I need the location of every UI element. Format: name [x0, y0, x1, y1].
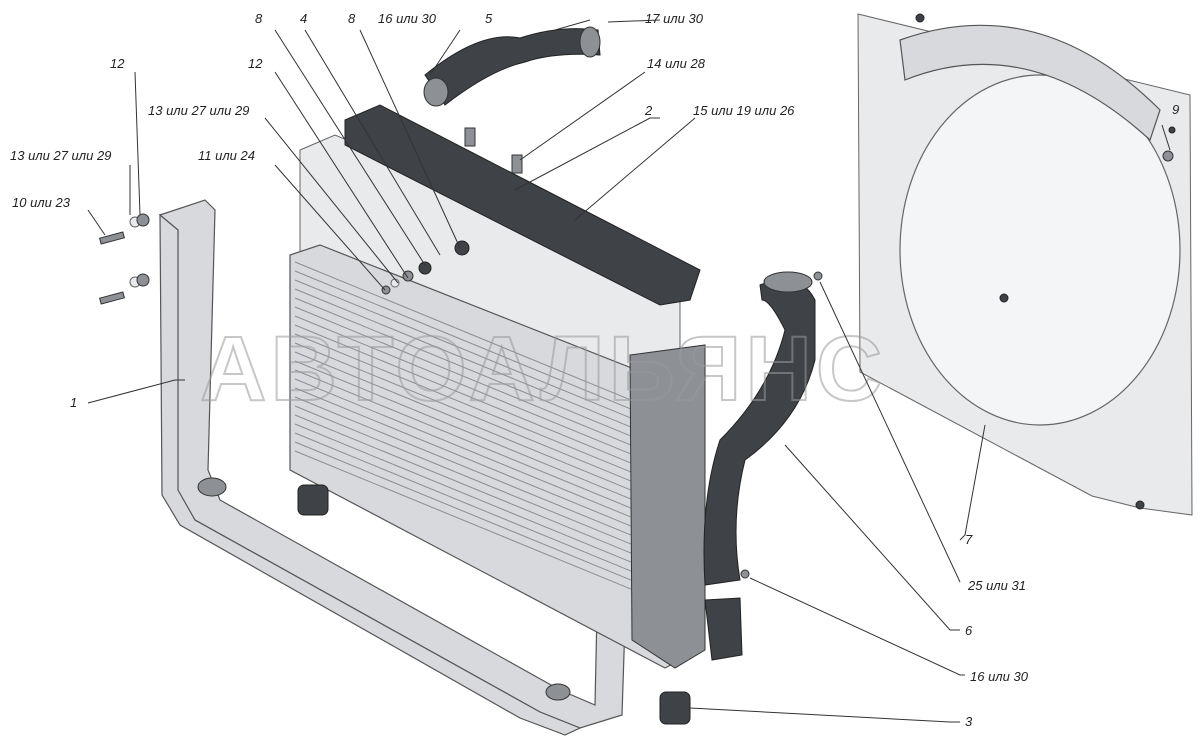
radiator-fins	[294, 261, 661, 602]
fin-line	[294, 414, 661, 566]
fin-line	[294, 261, 661, 413]
callout-9: 9	[1172, 102, 1179, 117]
fin-line	[294, 423, 661, 575]
callout-13a: 13 или 27 или 29	[10, 148, 111, 163]
callout-12b: 12	[248, 56, 263, 71]
fin-line	[294, 342, 661, 494]
upper-hose	[423, 26, 601, 107]
callout-11-24: 11 или 24	[198, 148, 255, 163]
watermark: АВТОАЛЬЯНС	[200, 318, 886, 420]
callout-1: 1	[70, 395, 77, 410]
fin-line	[294, 270, 661, 422]
rubber-mounts	[297, 484, 691, 725]
fin-line	[294, 396, 661, 548]
callout-6: 6	[965, 623, 973, 638]
callout-15-19-26: 15 или 19 или 26	[693, 103, 795, 118]
fin-line	[294, 306, 661, 458]
fin-line	[294, 333, 661, 485]
fin-line	[294, 387, 661, 539]
callout-5: 5	[485, 11, 493, 26]
callout-13b: 13 или 27 или 29	[148, 103, 249, 118]
callout-10-23: 10 или 23	[12, 195, 71, 210]
lower-hose	[703, 271, 816, 661]
fin-line	[294, 405, 661, 557]
callout-17-30: 17 или 30	[645, 11, 704, 26]
callout-16b: 16 или 30	[970, 669, 1029, 684]
callout-7: 7	[965, 532, 973, 547]
fin-line	[294, 450, 661, 602]
callout-12a: 12	[110, 56, 125, 71]
callout-2: 2	[644, 103, 653, 118]
fin-line	[294, 351, 661, 503]
fin-line	[294, 324, 661, 476]
callout-8a: 8	[255, 11, 263, 26]
fin-line	[294, 378, 661, 530]
callout-8b: 8	[348, 11, 356, 26]
callout-4: 4	[300, 11, 307, 26]
fin-line	[294, 315, 661, 467]
fan-shroud	[857, 13, 1193, 516]
callout-labels: 1 2 3 4 5 6 7 8 8 9 10 или 23 11 или 24 …	[10, 11, 1179, 729]
leader-lines	[87, 19, 1171, 723]
fin-line	[294, 432, 661, 584]
callout-16a: 16 или 30	[378, 11, 437, 26]
callout-25-31: 25 или 31	[967, 578, 1026, 593]
fin-line	[294, 369, 661, 521]
fin-line	[294, 360, 661, 512]
fin-line	[294, 279, 661, 431]
fin-line	[294, 288, 661, 440]
fin-line	[294, 441, 661, 593]
fin-line	[294, 297, 661, 449]
callout-14-28: 14 или 28	[647, 56, 706, 71]
fasteners	[99, 126, 1176, 579]
callout-3: 3	[965, 714, 973, 729]
